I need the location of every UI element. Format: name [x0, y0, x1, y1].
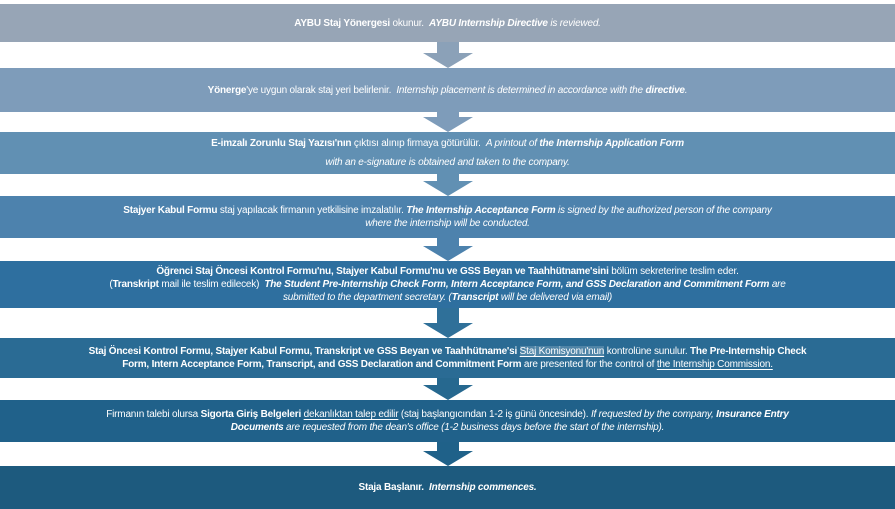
text-segment: The Internship Acceptance Form: [406, 205, 556, 216]
down-arrow-icon: [422, 42, 473, 68]
step-text-line: Staja Başlanır. Internship commences.: [358, 481, 536, 494]
step-text-line: AYBU Staj Yönergesi okunur. AYBU Interns…: [294, 17, 601, 30]
step-text-line: submitted to the department secretary. (…: [283, 291, 612, 304]
step-7-insurance-documents: Firmanın talebi olursa Sigorta Giriş Bel…: [0, 400, 895, 442]
text-segment: are requested from the dean's office (1-…: [283, 422, 665, 433]
text-segment: Sigorta Giriş Belgeleri: [200, 409, 302, 420]
step-text-line: Form, Intern Acceptance Form, Transcript…: [122, 358, 773, 371]
text-segment: are: [769, 279, 786, 290]
down-arrow-icon: [422, 238, 473, 261]
text-segment: Insurance Entry: [716, 409, 789, 420]
link-text[interactable]: the Internship Commission.: [656, 359, 773, 370]
step-text-line: E-imzalı Zorunlu Staj Yazısı'nın çıktısı…: [211, 137, 684, 150]
text-segment: E-imzalı Zorunlu Staj Yazısı'nın: [211, 138, 352, 149]
flow-connector: [0, 42, 895, 68]
step-8-internship-starts: Staja Başlanır. Internship commences.: [0, 466, 895, 509]
step-text-line: Firmanın talebi olursa Sigorta Giriş Bel…: [106, 408, 789, 421]
down-arrow-icon: [422, 308, 473, 338]
flow-connector: [0, 174, 895, 196]
step-5-submit-forms-to-secretary: Öğrenci Staj Öncesi Kontrol Formu'nu, St…: [0, 261, 895, 308]
text-segment: submitted to the department secretary. (: [282, 292, 452, 303]
link-text[interactable]: dekanlıktan talep edilir: [303, 409, 399, 420]
text-segment: The Student Pre-Internship Check Form, I…: [264, 279, 770, 290]
step-text-line: Stajyer Kabul Formu staj yapılacak firma…: [123, 204, 772, 217]
text-segment: the Internship Application Form: [539, 138, 684, 149]
link-text[interactable]: Staj Komisyonu'nun: [519, 346, 605, 357]
step-text-line: Öğrenci Staj Öncesi Kontrol Formu'nu, St…: [156, 265, 739, 278]
flow-connector: [0, 238, 895, 261]
text-segment: staj yapılacak firmanın yetkilisine imza…: [217, 205, 407, 216]
step-6-commission-review: Staj Öncesi Kontrol Formu, Stajyer Kabul…: [0, 338, 895, 378]
down-arrow-icon: [422, 174, 473, 196]
text-segment: Transkript: [112, 279, 159, 290]
flow-connector: [0, 308, 895, 338]
down-arrow-icon: [422, 442, 473, 466]
step-text-line: with an e-signature is obtained and take…: [325, 156, 569, 169]
text-segment: mail ile teslim edilecek): [158, 279, 265, 290]
step-text-line: (Transkript mail ile teslim edilecek) Th…: [109, 278, 786, 291]
flow-connector: [0, 442, 895, 466]
text-segment: is reviewed.: [547, 17, 601, 29]
flow-connector: [0, 378, 895, 400]
text-segment: bölüm sekreterine teslim eder.: [608, 266, 739, 277]
text-segment: Staja Başlanır.: [358, 482, 424, 493]
text-segment: Documents: [230, 422, 284, 433]
text-segment: AYBU Internship Directive: [429, 17, 548, 29]
text-segment: Internship commences.: [429, 482, 537, 493]
step-4-acceptance-form-signed: Stajyer Kabul Formu staj yapılacak firma…: [0, 196, 895, 238]
step-text-line: Yönerge'ye uygun olarak staj yeri belirl…: [208, 84, 688, 97]
text-segment: with an e-signature is obtained and take…: [325, 157, 570, 168]
text-segment: okunur.: [389, 17, 430, 29]
text-segment: 'ye uygun olarak staj yeri belirlenir.: [246, 84, 397, 96]
text-segment: Stajyer Kabul Formu: [123, 205, 218, 216]
text-segment: Yönerge: [207, 84, 247, 96]
text-segment: will be delivered via email): [498, 292, 612, 303]
step-text-line: Documents are requested from the dean's …: [230, 421, 665, 434]
text-segment: are presented for the control of: [521, 359, 657, 370]
text-segment: Öğrenci Staj Öncesi Kontrol Formu'nu, St…: [156, 266, 609, 277]
step-3-application-form-printout: E-imzalı Zorunlu Staj Yazısı'nın çıktısı…: [0, 132, 895, 174]
text-segment: Firmanın talebi olursa: [106, 409, 201, 420]
text-segment: The Pre-Internship Check: [690, 346, 807, 357]
text-segment: Internship placement is determined in ac…: [396, 84, 646, 96]
text-segment: .: [684, 84, 688, 96]
step-1-read-directive: AYBU Staj Yönergesi okunur. AYBU Interns…: [0, 4, 895, 42]
text-segment: (staj başlangıcından 1-2 iş günü öncesin…: [398, 409, 591, 420]
text-segment: where the internship will be conducted.: [365, 218, 530, 229]
down-arrow-icon: [422, 112, 473, 132]
text-segment: Transcript: [451, 292, 499, 303]
text-segment: AYBU Staj Yönergesi: [294, 17, 390, 29]
step-2-determine-placement: Yönerge'ye uygun olarak staj yeri belirl…: [0, 68, 895, 112]
step-text-line: Staj Öncesi Kontrol Formu, Stajyer Kabul…: [89, 345, 807, 358]
down-arrow-icon: [422, 378, 473, 400]
text-segment: (: [109, 279, 113, 290]
text-segment: Form, Intern Acceptance Form, Transcript…: [122, 359, 522, 370]
text-segment: is signed by the authorized person of th…: [555, 205, 772, 216]
step-text-line: where the internship will be conducted.: [365, 217, 530, 230]
text-segment: If requested by the company,: [590, 409, 717, 420]
text-segment: Staj Öncesi Kontrol Formu, Stajyer Kabul…: [88, 346, 518, 357]
text-segment: directive: [645, 84, 685, 96]
text-segment: çıktısı alınıp firmaya götürülür.: [351, 138, 486, 149]
flow-connector: [0, 112, 895, 132]
text-segment: A printout of: [485, 138, 540, 149]
text-segment: kontrolüne sunulur.: [604, 346, 690, 357]
